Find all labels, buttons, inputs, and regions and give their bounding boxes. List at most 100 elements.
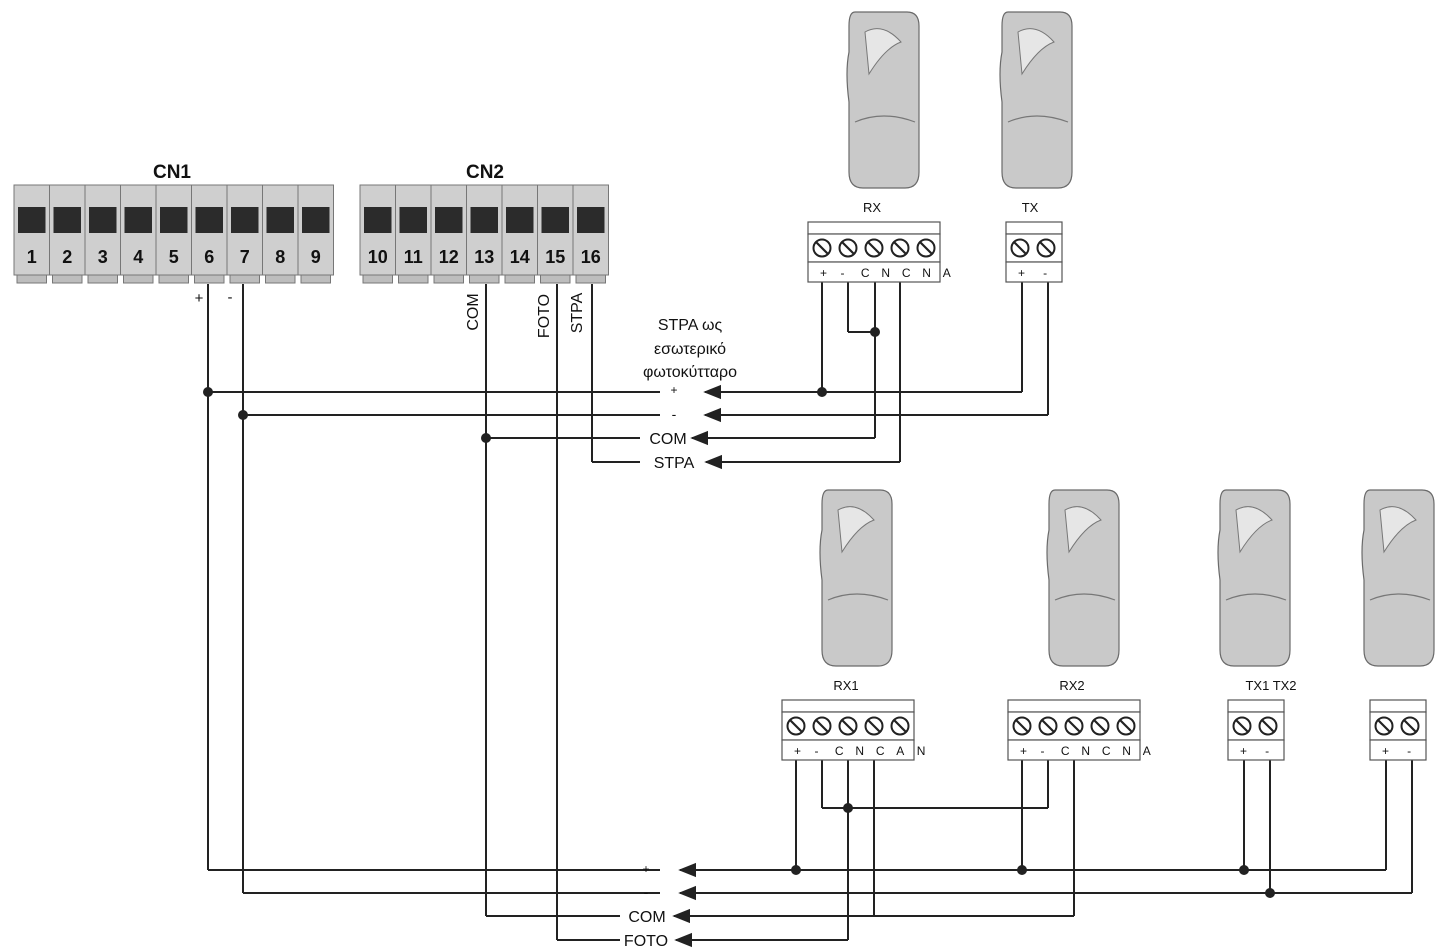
cn1-pin-6: 6 [191,184,228,284]
cn1-pin-label: 5 [169,247,179,267]
com-wire-label: COM [465,293,482,330]
tx2-terminal-block: +- [1369,699,1427,761]
rx1-label: RX1 [833,678,858,693]
cn2-pin-10: 10 [359,184,396,284]
screw-icon [1232,716,1252,736]
terminal-label: A [943,266,951,280]
cn1-pin-label: 2 [62,247,72,267]
screw-icon [1064,716,1084,736]
junction-dots [203,327,1275,898]
screw-icon [838,716,858,736]
terminal-label: C [835,744,844,758]
note-line-2: εσωτερικό [654,341,726,358]
terminal-label: N [855,744,864,758]
terminal-label: - [1040,744,1044,758]
terminal-label: C [1102,744,1111,758]
terminal-label: N [1122,744,1131,758]
lower-bus-com: COM [628,909,665,926]
tx-photocell-icon [999,11,1073,189]
cn1-pin-label: 6 [204,247,214,267]
cn2-pin-15: 15 [537,184,574,284]
screw-icon [1258,716,1278,736]
terminal-label: - [1043,266,1047,280]
rx-label: RX [863,200,881,215]
cn2-pin-13: 13 [466,184,503,284]
upper-bus-labels: + - COM STPA [649,383,694,472]
cn2-pin-16: 16 [572,184,609,284]
screw-icon [890,716,910,736]
rx2-photocell-icon [1046,489,1120,667]
foto-wire-label: FOTO [536,294,553,338]
pin6-plus-label: + [195,290,204,307]
cn2-pin-label: 12 [439,247,459,267]
note-line-3: φωτοκύτταρο [643,364,737,381]
tx1-tx2-label: TX1 TX2 [1245,678,1296,693]
cn1-pin-1: 1 [13,184,50,284]
rx1-photocell-icon [819,489,893,667]
screw-icon [890,238,910,258]
terminal-label: C [902,266,911,280]
terminal-label: + [1020,744,1027,758]
cn1-pin-label: 3 [98,247,108,267]
terminal-label: - [1407,744,1411,758]
cn2-title: CN2 [466,162,504,183]
pin7-minus-label: - [228,289,233,306]
upper-bus-stpa: STPA [654,455,695,472]
cn2-pin-label: 10 [368,247,388,267]
terminal-label: - [1265,744,1269,758]
screw-icon [812,716,832,736]
tx1-photocell-icon [1217,489,1291,667]
cn2-pin-12: 12 [430,184,467,284]
screw-icon [812,238,832,258]
upper-bus-com: COM [649,431,686,448]
terminal-label: + [794,744,801,758]
screw-icon [1038,716,1058,736]
terminal-label: + [1240,744,1247,758]
terminal-label: C [1061,744,1070,758]
stpa-wire-label: STPA [569,292,586,333]
terminal-label: - [814,744,818,758]
cn1-pin-label: 9 [311,247,321,267]
note-line-1: STPA ως [658,317,723,334]
screw-icon [1090,716,1110,736]
cn2-pin-label: 15 [545,247,565,267]
lower-bus-minus: - [644,884,649,900]
terminal-label: + [820,266,827,280]
screw-icon [1012,716,1032,736]
cn1-pin-5: 5 [155,184,192,284]
cn1-pin-2: 2 [49,184,86,284]
lower-bus-plus: + [642,862,649,876]
tx-label: TX [1022,200,1039,215]
terminal-label: + [1018,266,1025,280]
cn2-pin-label: 14 [510,247,530,267]
terminal-label: N [917,744,926,758]
cn1-pin-label: 7 [240,247,250,267]
tx1-terminal-block: +- [1227,699,1285,761]
terminal-label: - [840,266,844,280]
cn1-pin-3: 3 [84,184,121,284]
terminal-label: C [861,266,870,280]
rx-photocell-icon [846,11,920,189]
terminal-label: N [881,266,890,280]
terminal-label: N [1081,744,1090,758]
cn2-pin-label: 11 [404,247,423,267]
cn1-pin-label: 1 [27,247,37,267]
terminal-label: N [922,266,931,280]
tx-terminal-block: +- [1005,221,1063,283]
upper-bus-minus: - [672,406,677,422]
screw-icon [916,238,936,258]
screw-icon [1036,238,1056,258]
cn2-pin-label: 13 [474,247,494,267]
screw-icon [1010,238,1030,258]
cn1-pin-8: 8 [262,184,299,284]
screw-icon [838,238,858,258]
screw-icon [786,716,806,736]
cn2-pin-14: 14 [501,184,538,284]
photocell-bodies [819,11,1435,667]
upper-note: STPA ως εσωτερικό φωτοκύτταρο [643,317,737,381]
cn1-pin-4: 4 [120,184,157,284]
